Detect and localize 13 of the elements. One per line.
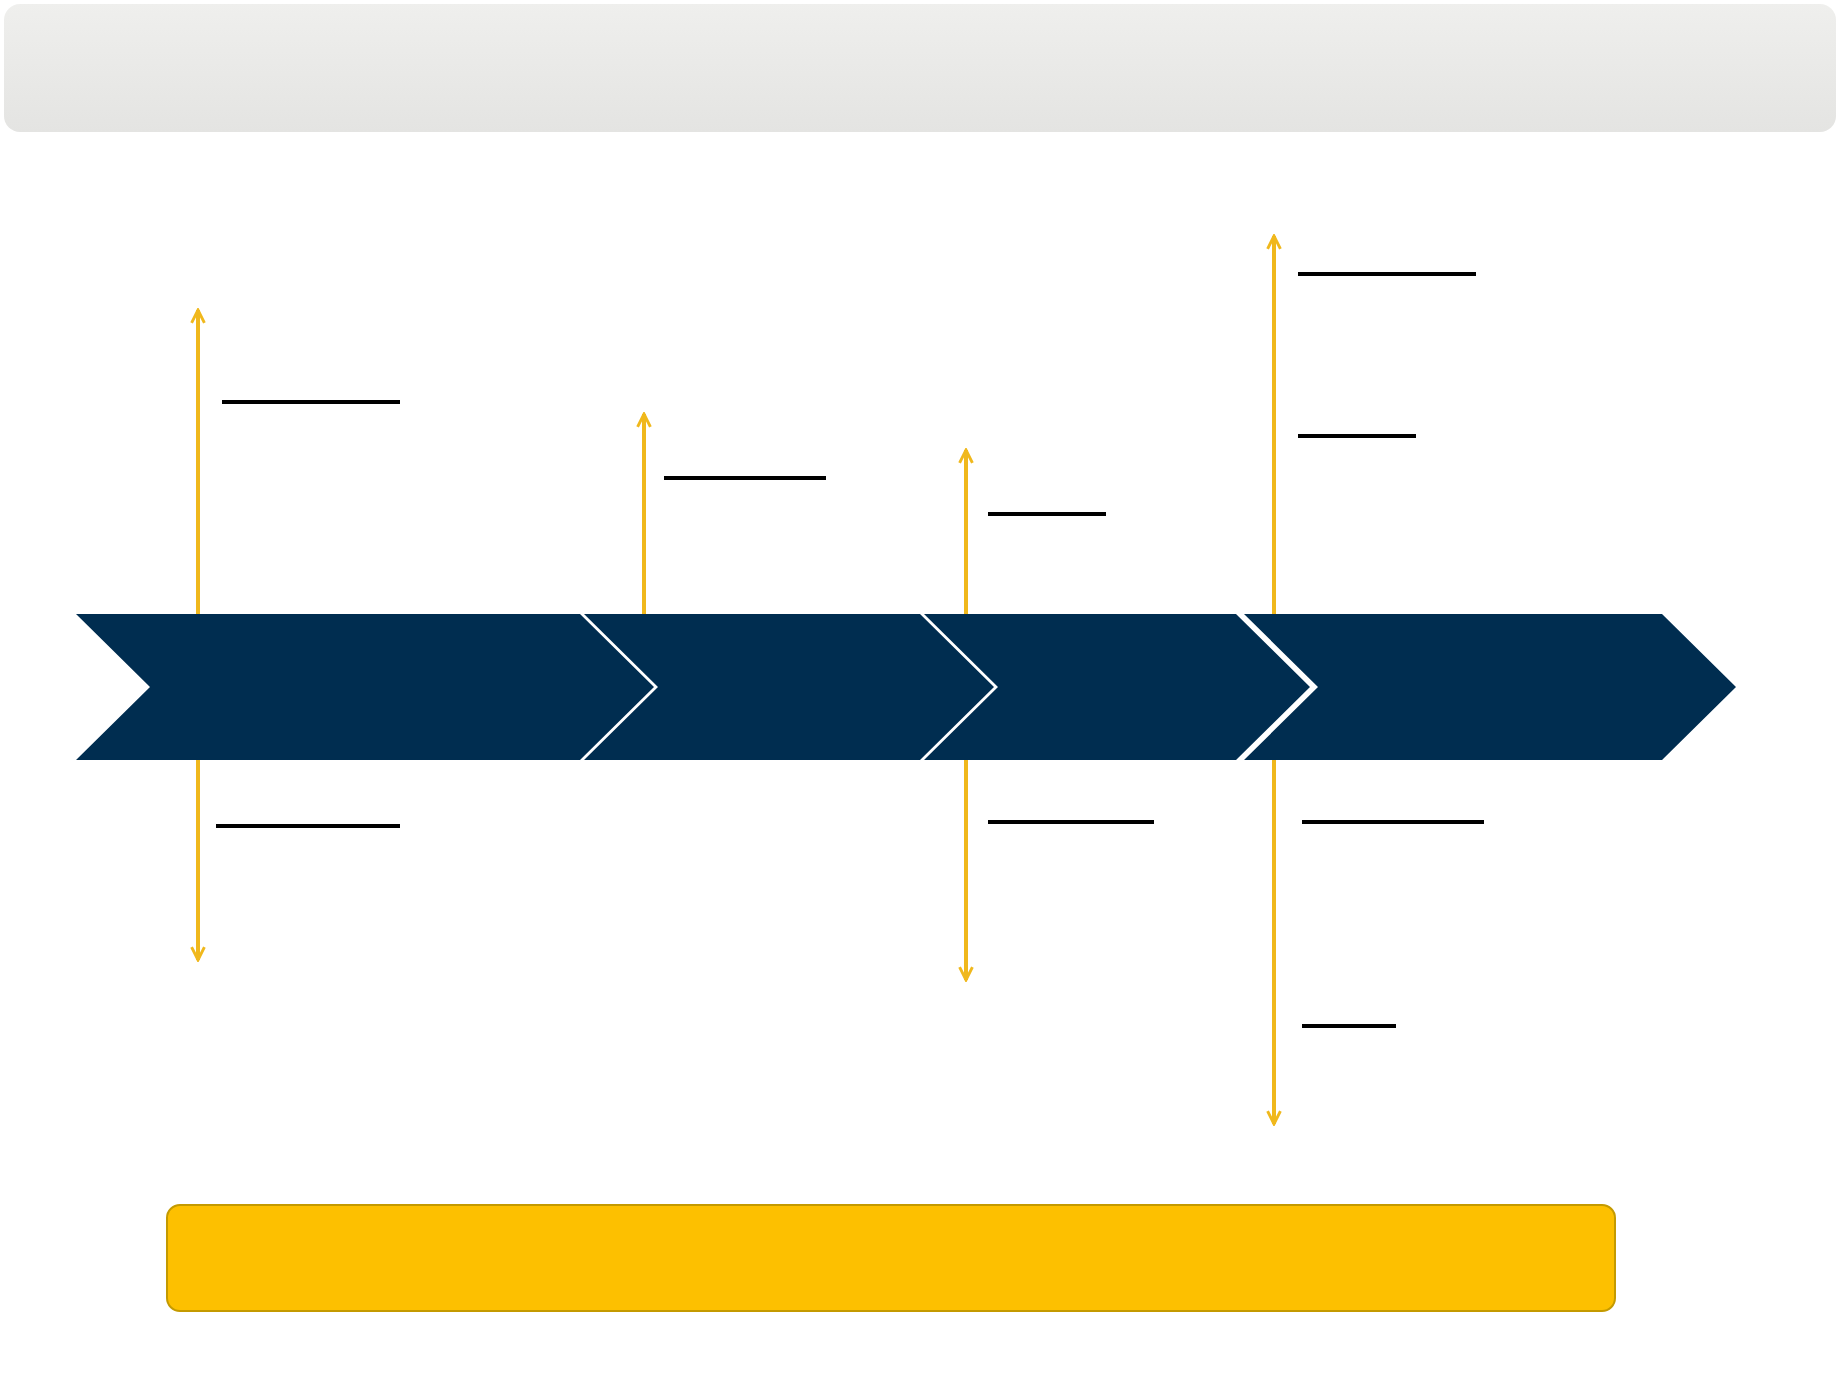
- chevron-step: [1244, 614, 1736, 760]
- summary-bar: [166, 1204, 1616, 1312]
- chevron-step: [924, 614, 1310, 760]
- chevron-step: [584, 614, 994, 760]
- arrow: [1266, 234, 1282, 614]
- arrow: [190, 308, 206, 614]
- chevron-step: [76, 614, 654, 760]
- arrow: [958, 760, 974, 982]
- arrow: [636, 412, 652, 614]
- header-band: [4, 4, 1836, 132]
- arrow: [190, 760, 206, 962]
- arrow: [958, 448, 974, 614]
- arrow: [1266, 760, 1282, 1126]
